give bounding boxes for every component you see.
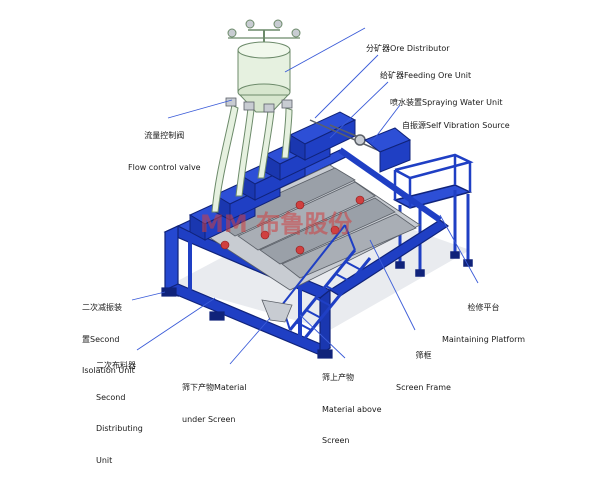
label-ore-distributor: 分矿器Ore Distributor <box>366 44 450 53</box>
flow-control-valves <box>225 97 293 113</box>
label-self-vibration-source: 自振源Self Vibration Source <box>402 121 510 130</box>
label-flow-control-valve: 流量控制阀 Flow control valve <box>128 131 201 172</box>
label-feeding-ore-unit: 给矿器Feeding Ore Unit <box>380 71 472 80</box>
label-material-above-screen: 筛上产物 Material above Screen <box>322 373 382 445</box>
ore-distributor <box>227 19 301 113</box>
second-distributing-unit <box>261 299 293 323</box>
screen-machine-diagram: MM 布鲁股份 <box>131 19 479 365</box>
distribution-pipes <box>211 104 293 213</box>
watermark: MM 布鲁股份 <box>200 210 353 238</box>
self-vibration-source <box>364 127 411 173</box>
leader-lines <box>131 27 479 365</box>
label-material-under-screen: 筛下产物Material under Screen <box>182 383 247 424</box>
label-second-isolation-unit: 二次减振装 置Second Isolation Unit <box>82 303 135 375</box>
vibration-sources <box>220 195 365 255</box>
label-spraying-water-unit: 喷水装置Spraying Water Unit <box>390 98 503 107</box>
screen-decks <box>194 164 421 291</box>
label-second-distributing-unit: 二次布料器 Second Distributing Unit <box>96 361 143 465</box>
label-maintaining-platform: 检修平台 Maintaining Platform <box>442 303 526 344</box>
label-screen-frame: 筛框 Screen Frame <box>396 351 451 392</box>
